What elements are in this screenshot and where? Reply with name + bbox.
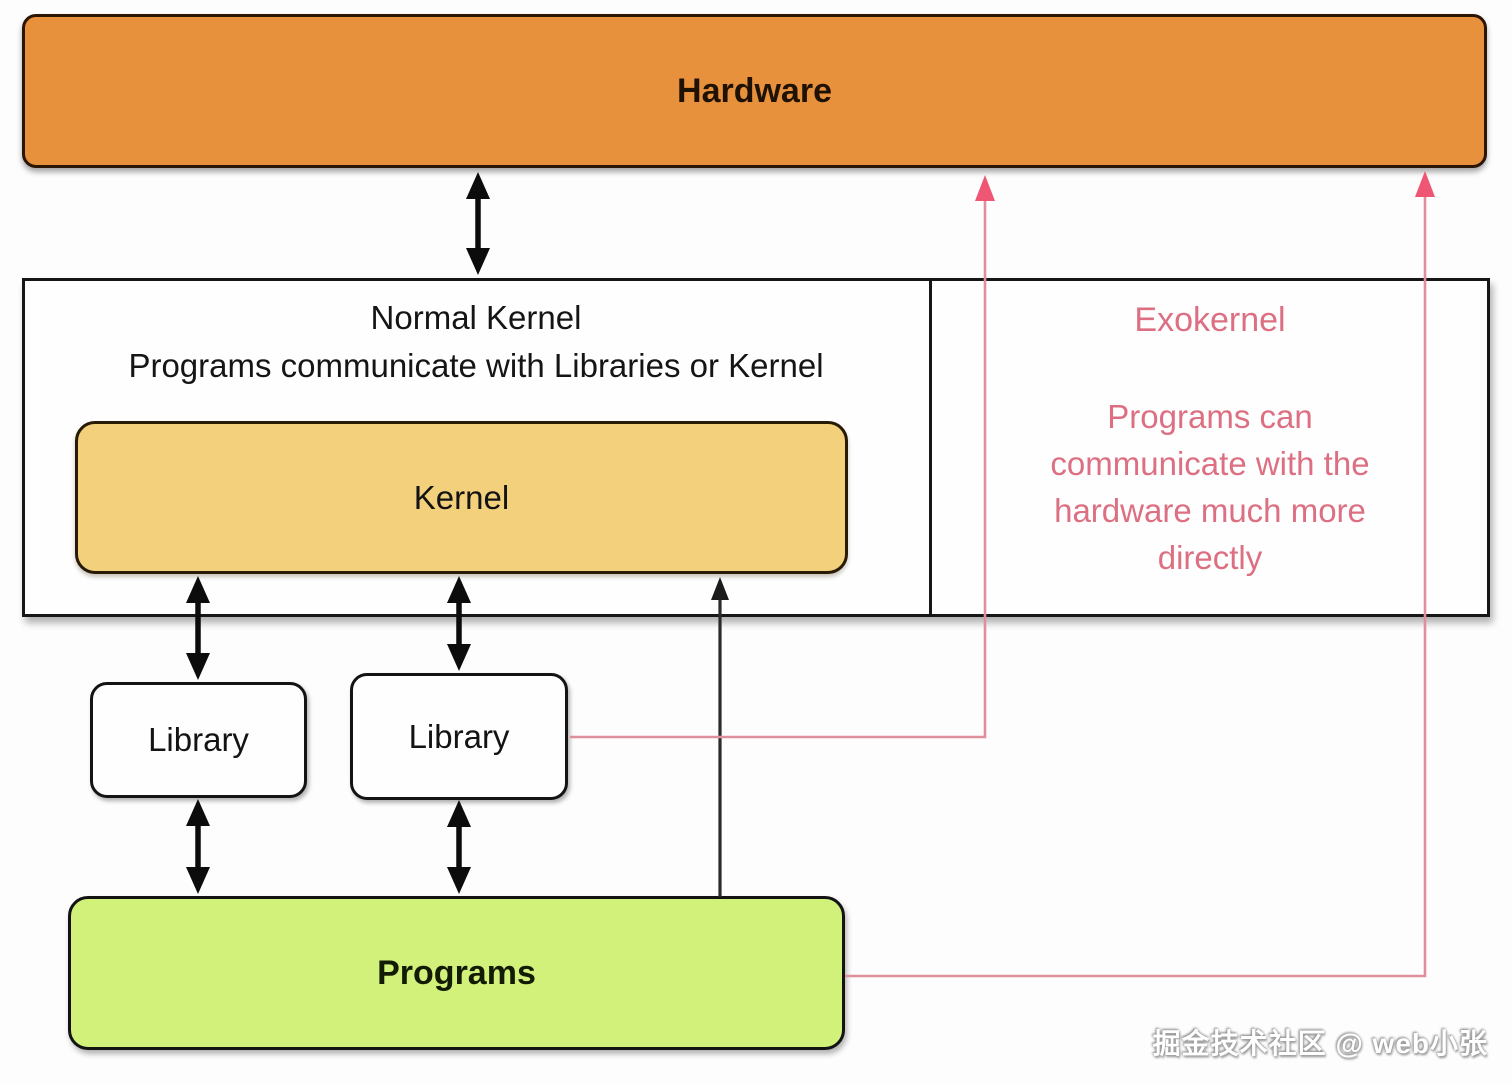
- exokernel-description-line: directly: [1157, 539, 1263, 576]
- hardware-kernel-double-arrow-icon: [466, 172, 490, 275]
- programs-box: Programs: [68, 896, 845, 1050]
- watermark: 掘金技术社区 @ web小张: [1152, 1028, 1488, 1059]
- library-left-programs-double-arrow-icon: [186, 799, 210, 894]
- section-divider: [929, 278, 932, 617]
- library-right-programs-double-arrow-icon: [447, 800, 471, 894]
- exokernel-title: Exokernel: [1134, 301, 1286, 339]
- programs-label: Programs: [377, 953, 536, 992]
- library-left-label: Library: [148, 721, 249, 758]
- exokernel-description-line: Programs can: [1107, 398, 1313, 435]
- kernel-label: Kernel: [413, 478, 510, 516]
- library-left-box: Library: [90, 682, 307, 798]
- hardware-box: Hardware: [22, 14, 1487, 168]
- library-right-label: Library: [408, 717, 510, 755]
- library-right-box: Library: [350, 673, 568, 800]
- hardware-label: Hardware: [677, 71, 832, 110]
- normal-kernel-subtitle: Programs communicate with Libraries or K…: [128, 347, 824, 384]
- kernel-box: Kernel: [75, 421, 848, 574]
- exokernel-description: Programs can communicate with the hardwa…: [990, 393, 1430, 581]
- exokernel-description-line: communicate with the: [1050, 445, 1370, 482]
- programs-kernel-arrow-icon: [711, 577, 729, 897]
- normal-kernel-heading: Normal Kernel Programs communicate with …: [30, 294, 922, 390]
- normal-kernel-title: Normal Kernel: [370, 299, 582, 336]
- exokernel-description-line: hardware much more: [1054, 492, 1366, 529]
